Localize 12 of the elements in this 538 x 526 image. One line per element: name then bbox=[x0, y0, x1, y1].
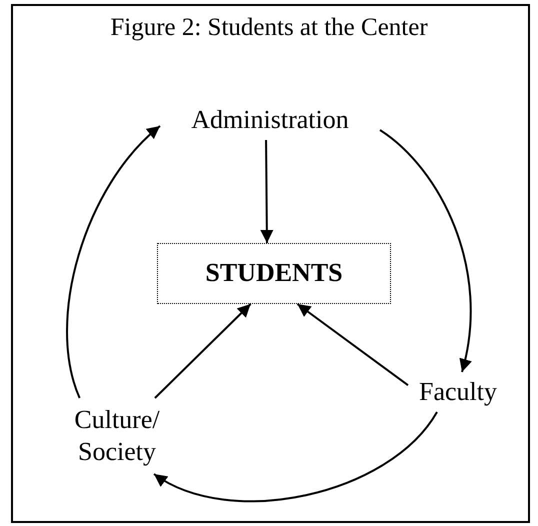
arrow bbox=[296, 303, 409, 386]
diagram-title: Figure 2: Students at the Center bbox=[109, 14, 429, 42]
arrow bbox=[154, 303, 252, 399]
arrow bbox=[379, 129, 472, 372]
arrow bbox=[153, 411, 438, 502]
node-label: Faculty bbox=[419, 376, 497, 408]
node-label: Administration bbox=[191, 104, 349, 136]
arrow bbox=[260, 140, 274, 244]
node-label: STUDENTS bbox=[205, 257, 343, 290]
dotted-box bbox=[157, 243, 391, 304]
arrow bbox=[66, 125, 161, 398]
node-label: Culture/ Society bbox=[73, 404, 161, 468]
